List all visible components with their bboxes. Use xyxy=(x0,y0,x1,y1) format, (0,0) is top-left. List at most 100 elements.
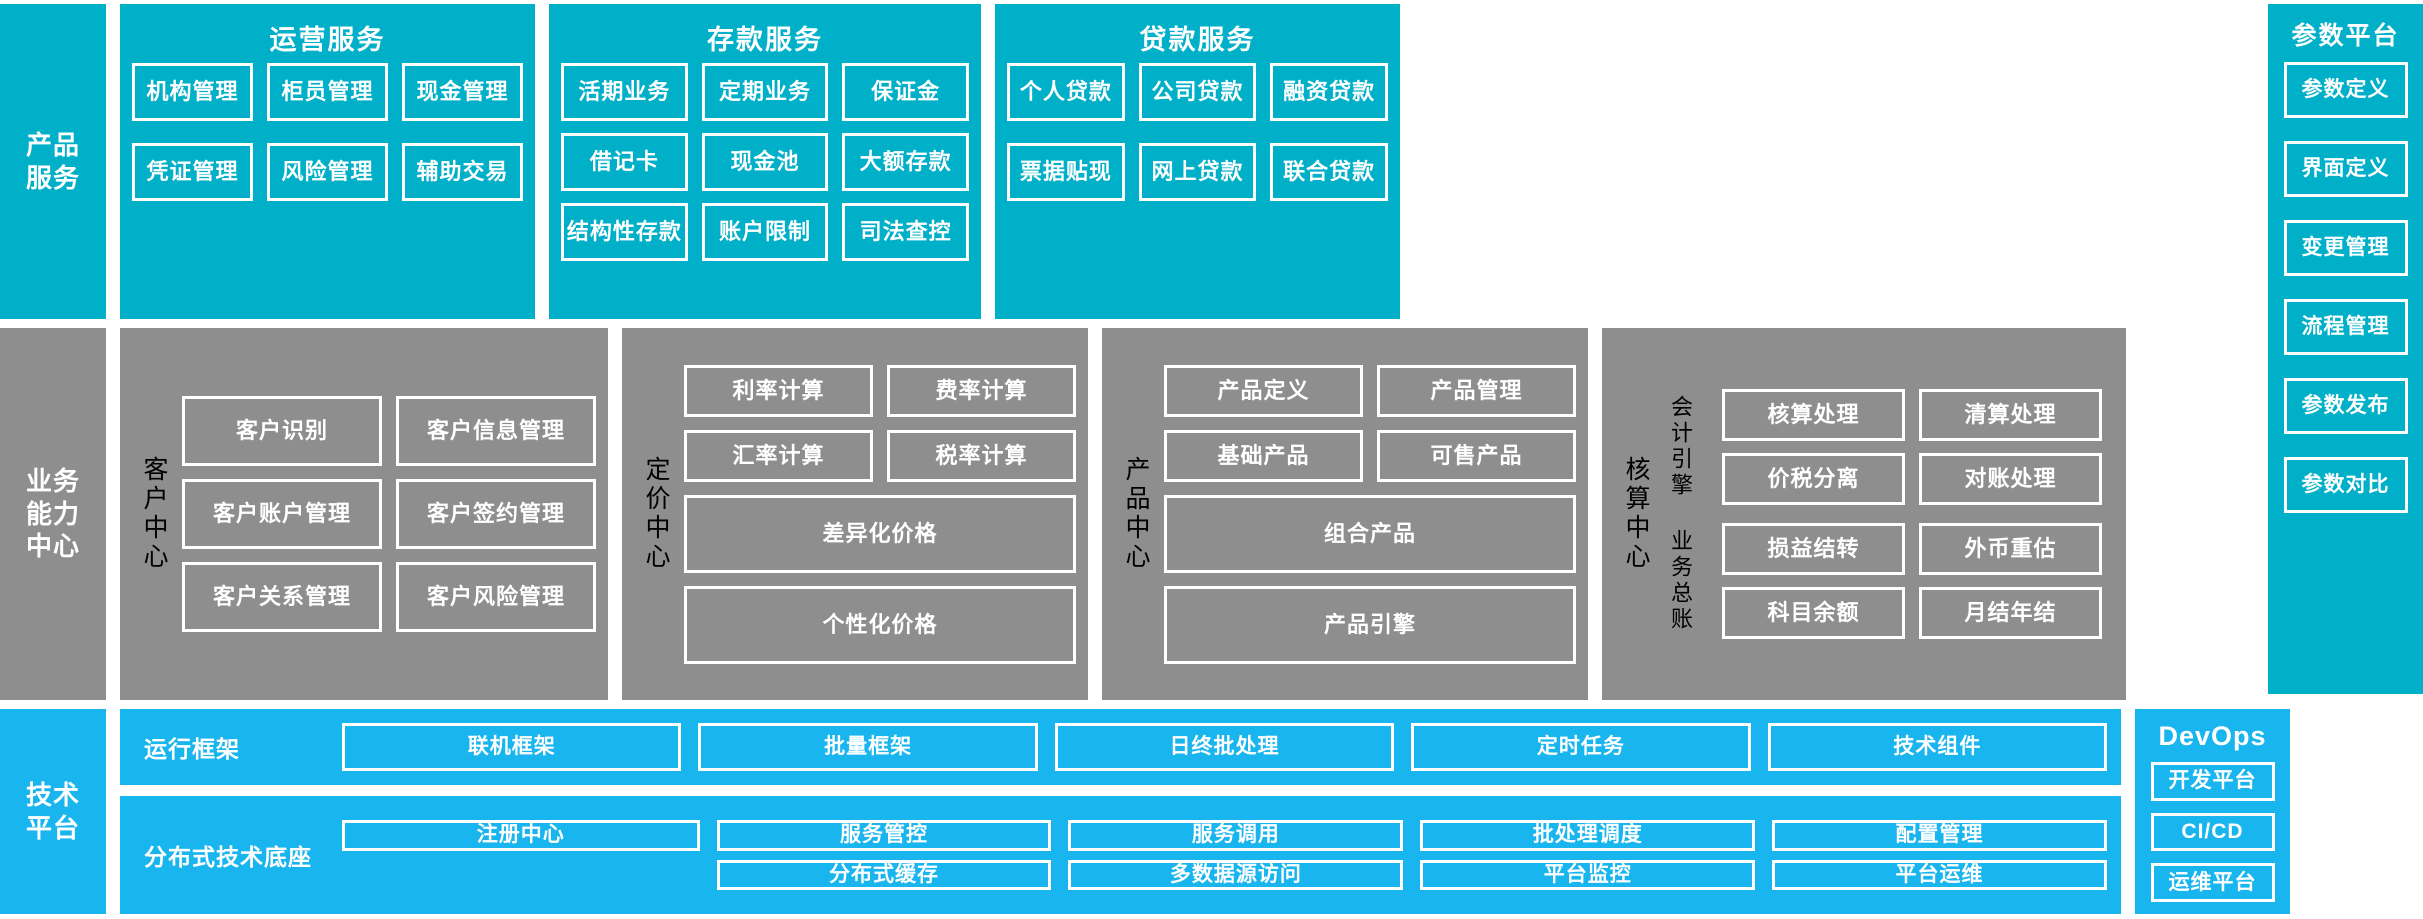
service-tile[interactable]: 现金池 xyxy=(701,133,829,191)
service-tile[interactable]: 票据贴现 xyxy=(1007,143,1125,201)
tech-tile[interactable]: 服务管控 xyxy=(716,820,1052,851)
devops-tile[interactable]: CI/CD xyxy=(2150,812,2275,852)
tech-tile[interactable]: 分布式缓存 xyxy=(716,859,1052,890)
center-name: 定价中心 xyxy=(642,456,670,572)
tech-tile[interactable]: 批处理调度 xyxy=(1420,820,1756,851)
parameter-tile[interactable]: 流程管理 xyxy=(2283,299,2408,355)
devops-tile[interactable]: 运维平台 xyxy=(2150,863,2275,903)
capability-tile[interactable]: 基础产品 xyxy=(1164,429,1363,482)
capability-tile[interactable]: 清算处理 xyxy=(1919,389,2102,441)
capability-tile[interactable]: 价税分离 xyxy=(1722,453,1905,505)
parameter-tile[interactable]: 参数发布 xyxy=(2283,378,2408,434)
capability-tile[interactable]: 对账处理 xyxy=(1919,453,2102,505)
capability-tile[interactable]: 产品管理 xyxy=(1377,364,1576,417)
tech-tile[interactable]: 配置管理 xyxy=(1772,820,2107,851)
panel-title: 参数平台 xyxy=(2291,22,2400,50)
capability-tile[interactable]: 客户信息管理 xyxy=(396,396,596,466)
accounting-group-engine: 会计引擎 核算处理 清算处理 价税分离 对账处理 xyxy=(1664,389,2114,505)
capability-tile[interactable]: 产品定义 xyxy=(1164,364,1363,417)
capability-tile[interactable]: 税率计算 xyxy=(887,429,1076,482)
center-pricing: 定价中心 利率计算 费率计算 汇率计算 税率计算 差异化价格 个性化价格 xyxy=(622,328,1088,700)
tech-tile[interactable]: 日终批处理 xyxy=(1054,723,1395,771)
tech-tile[interactable]: 多数据源访问 xyxy=(1068,859,1404,890)
service-tile[interactable]: 辅助交易 xyxy=(402,143,523,201)
service-tile[interactable]: 融资贷款 xyxy=(1270,63,1389,121)
service-tile[interactable]: 司法查控 xyxy=(842,203,970,261)
service-tile[interactable]: 网上贷款 xyxy=(1138,143,1257,201)
devops-column: DevOps 开发平台 CI/CD 运维平台 xyxy=(2135,709,2290,914)
service-tile[interactable]: 结构性存款 xyxy=(561,203,688,261)
tile-row: 差异化价格 xyxy=(684,494,1076,573)
tech-tile-registry[interactable]: 注册中心 xyxy=(342,820,700,851)
capability-tile[interactable]: 客户关系管理 xyxy=(182,562,382,632)
service-tile[interactable]: 大额存款 xyxy=(842,133,970,191)
service-tile[interactable]: 柜员管理 xyxy=(267,63,388,121)
layer-label-line: 产品 xyxy=(25,130,80,160)
layer-label-business-capability: 业务 能力 中心 xyxy=(0,328,106,700)
capability-tile[interactable]: 费率计算 xyxy=(887,364,1076,417)
tile-row: 机构管理 柜员管理 现金管理 xyxy=(120,63,535,121)
service-tile[interactable]: 联合贷款 xyxy=(1270,143,1389,201)
tile-row: 个人贷款 公司贷款 融资贷款 xyxy=(995,63,1400,121)
band-label: 运行框架 xyxy=(144,736,240,762)
band-distributed-base: 分布式技术底座 注册中心 服务管控 分布式缓存 服务调用 多数据源访问 批处理调… xyxy=(120,796,2121,914)
center-product: 产品中心 产品定义 产品管理 基础产品 可售产品 组合产品 产品引擎 xyxy=(1102,328,1588,700)
service-tile[interactable]: 机构管理 xyxy=(132,63,253,121)
service-tile[interactable]: 活期业务 xyxy=(561,63,688,121)
tech-tile-column: 服务调用 多数据源访问 xyxy=(1068,820,1404,890)
capability-tile[interactable]: 汇率计算 xyxy=(684,429,873,482)
service-tile[interactable]: 风险管理 xyxy=(267,143,388,201)
capability-tile[interactable]: 可售产品 xyxy=(1377,429,1576,482)
tech-tile[interactable]: 平台运维 xyxy=(1772,859,2107,890)
product-service-layer: 产品 服务 运营服务 机构管理 柜员管理 现金管理 凭证管理 风险管理 辅助交易 xyxy=(0,4,2423,319)
tile-row: 价税分离 对账处理 xyxy=(1710,453,2114,505)
capability-tile[interactable]: 损益结转 xyxy=(1722,523,1905,575)
layer-label-line: 服务 xyxy=(25,162,80,193)
parameter-tile[interactable]: 变更管理 xyxy=(2283,220,2408,276)
panel-loan-service: 贷款服务 个人贷款 公司贷款 融资贷款 票据贴现 网上贷款 联合贷款 xyxy=(995,4,1400,319)
service-tile[interactable]: 借记卡 xyxy=(561,133,688,191)
capability-tile[interactable]: 组合产品 xyxy=(1164,494,1576,573)
capability-tile[interactable]: 客户识别 xyxy=(182,396,382,466)
tech-tile[interactable]: 联机框架 xyxy=(342,723,682,771)
capability-tile[interactable]: 客户签约管理 xyxy=(396,479,596,549)
tile-row: 票据贴现 网上贷款 联合贷款 xyxy=(995,143,1400,201)
layer-label-line: 平台 xyxy=(25,812,80,843)
service-tile[interactable]: 保证金 xyxy=(842,63,970,121)
parameter-tile[interactable]: 参数定义 xyxy=(2283,62,2408,118)
tile-row: 借记卡 现金池 大额存款 xyxy=(549,133,981,191)
capability-tile[interactable]: 产品引擎 xyxy=(1164,585,1576,664)
parameter-platform-column: 参数平台 参数定义 界面定义 变更管理 流程管理 参数发布 参数对比 xyxy=(2268,4,2423,694)
capability-tile[interactable]: 客户账户管理 xyxy=(182,479,382,549)
service-tile[interactable]: 个人贷款 xyxy=(1007,63,1125,121)
tech-tile[interactable]: 服务调用 xyxy=(1068,820,1404,851)
capability-tile[interactable]: 客户风险管理 xyxy=(396,562,596,632)
tech-tile-column: 配置管理 平台运维 xyxy=(1772,820,2107,890)
tile-row: 损益结转 外币重估 xyxy=(1710,523,2114,575)
tech-tile-column: 批处理调度 平台监控 xyxy=(1420,820,1756,890)
center-name: 核算中心 xyxy=(1622,456,1650,572)
capability-tile[interactable]: 外币重估 xyxy=(1919,523,2102,575)
parameter-tile[interactable]: 界面定义 xyxy=(2283,141,2408,197)
band-runtime-framework: 运行框架 联机框架 批量框架 日终批处理 定时任务 技术组件 xyxy=(120,709,2121,785)
service-tile[interactable]: 账户限制 xyxy=(701,203,829,261)
service-tile[interactable]: 凭证管理 xyxy=(132,143,253,201)
service-tile[interactable]: 公司贷款 xyxy=(1138,63,1257,121)
tech-tile[interactable]: 平台监控 xyxy=(1420,859,1756,890)
capability-tile[interactable]: 月结年结 xyxy=(1919,587,2102,639)
service-tile[interactable]: 定期业务 xyxy=(701,63,829,121)
tech-tile[interactable]: 技术组件 xyxy=(1767,723,2108,771)
tile-row: 个性化价格 xyxy=(684,585,1076,664)
parameter-tile[interactable]: 参数对比 xyxy=(2283,457,2408,513)
capability-tile[interactable]: 差异化价格 xyxy=(684,494,1076,573)
service-tile[interactable]: 现金管理 xyxy=(402,63,523,121)
tech-tile[interactable]: 批量框架 xyxy=(698,723,1038,771)
capability-tile[interactable]: 利率计算 xyxy=(684,364,873,417)
tile-row: 产品定义 产品管理 xyxy=(1164,364,1576,417)
devops-tile[interactable]: 开发平台 xyxy=(2150,762,2275,801)
capability-tile[interactable]: 科目余额 xyxy=(1722,587,1905,639)
layer-label-line: 能力 xyxy=(25,498,80,529)
capability-tile[interactable]: 核算处理 xyxy=(1722,389,1905,441)
capability-tile[interactable]: 个性化价格 xyxy=(684,585,1076,664)
tech-tile[interactable]: 定时任务 xyxy=(1411,723,1751,771)
